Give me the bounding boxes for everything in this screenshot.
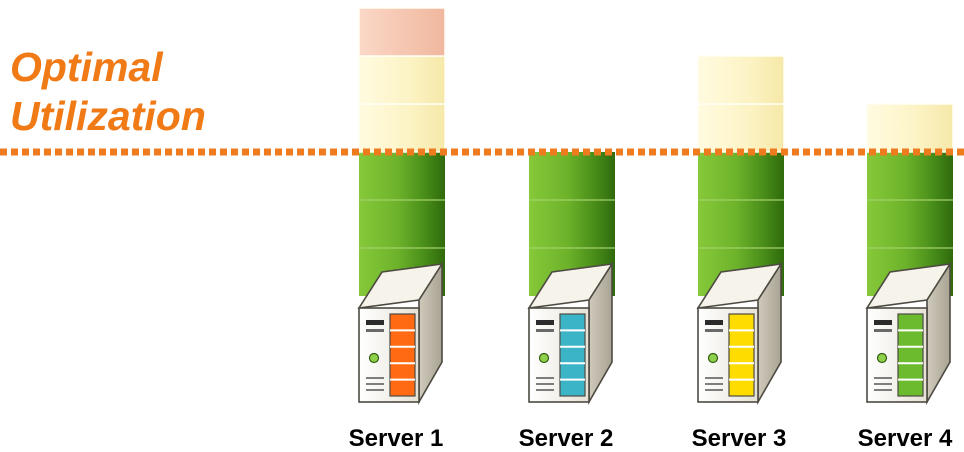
excess-capacity-segment-1 (358, 55, 446, 105)
server-tower-icon (865, 261, 952, 405)
diagram-title-line2: Utilization (10, 93, 206, 139)
excess-capacity-segment-1 (358, 103, 446, 153)
server-label-4: Server 4 (858, 425, 953, 452)
server-label-1: Server 1 (349, 425, 444, 452)
server-tower-icon (357, 261, 444, 405)
utilization-bars (358, 7, 954, 296)
server-label-2: Server 2 (519, 425, 614, 452)
server-label-3: Server 3 (692, 425, 787, 452)
server-tower-icon (696, 261, 783, 405)
server-icons (357, 261, 952, 405)
excess-capacity-segment-4 (866, 103, 954, 153)
excess-capacity-segment-3 (697, 55, 785, 105)
server-labels: Server 1 Server 2 Server 3 Server 4 (349, 425, 953, 452)
diagram-title-line1: Optimal (10, 44, 164, 90)
server-tower-icon (527, 261, 614, 405)
excess-capacity-segment-3 (697, 103, 785, 153)
excess-capacity-segment-1 (358, 7, 446, 57)
